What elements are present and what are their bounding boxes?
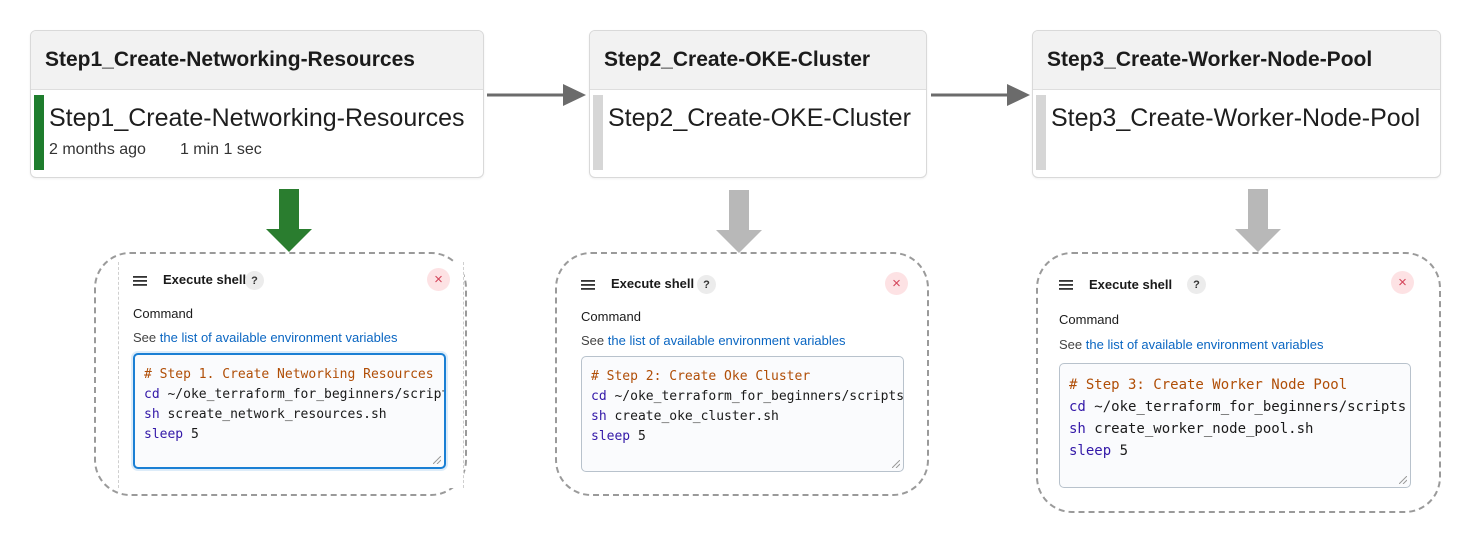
panel-outline [555,252,929,496]
command-label: Command [1059,312,1119,327]
help-icon[interactable]: ? [245,271,264,290]
env-vars-link[interactable]: the list of available environment variab… [159,330,398,345]
down-arrow-icon [1235,189,1281,252]
help-icon[interactable]: ? [1187,275,1206,294]
command-label: Command [581,309,641,324]
stage-connector-arrow [487,84,586,106]
env-vars-line: See the list of available environment va… [1059,337,1324,352]
down-arrow-icon [716,190,762,253]
env-vars-line: See the list of available environment va… [581,333,846,348]
stage-header: Step2_Create-OKE-Cluster [590,31,926,90]
panel-title: Execute shell [163,272,247,287]
panel-title: Execute shell [1089,277,1173,292]
status-bar-success [34,95,44,170]
stage-name[interactable]: Step3_Create-Worker-Node-Pool [1051,104,1421,132]
panel-outline [1036,252,1441,513]
stage-name[interactable]: Step1_Create-Networking-Resources [49,104,465,132]
drag-handle-icon[interactable] [133,276,147,286]
resize-grip-icon[interactable] [433,456,441,464]
stage-meta: 2 months ago 1 min 1 sec [49,141,262,159]
resize-grip-icon[interactable] [892,460,900,468]
execute-shell-panel: Execute shell ? × Command See the list o… [118,262,464,488]
duration: 1 min 1 sec [179,141,262,158]
resize-grip-icon[interactable] [1399,476,1407,484]
panel-outline [94,252,467,496]
env-vars-link[interactable]: the list of available environment variab… [1085,337,1324,352]
env-vars-link[interactable]: the list of available environment variab… [607,333,846,348]
command-textarea[interactable]: # Step 1. Create Networking Resources cd… [133,353,446,469]
close-icon[interactable]: × [427,268,450,291]
stage-name[interactable]: Step2_Create-OKE-Cluster [608,104,911,132]
execute-shell-panel: Execute shell ? × Command See the list o… [567,266,917,480]
env-vars-line: See the list of available environment va… [133,330,398,345]
help-icon[interactable]: ? [697,275,716,294]
drag-handle-icon[interactable] [1059,280,1073,290]
time-ago: 2 months ago [49,141,146,158]
stage-connector-arrow [931,84,1030,106]
command-textarea[interactable]: # Step 2: Create Oke Cluster cd ~/oke_te… [581,356,904,472]
stage-header: Step3_Create-Worker-Node-Pool [1033,31,1440,90]
close-icon[interactable]: × [885,272,908,295]
down-arrow-icon [266,189,312,252]
command-label: Command [133,306,193,321]
status-bar-pending [593,95,603,170]
execute-shell-panel: Execute shell ? × Command See the list o… [1045,266,1425,498]
stage-card-step1[interactable]: Step1_Create-Networking-Resources Step1_… [30,30,484,178]
stage-card-step3[interactable]: Step3_Create-Worker-Node-Pool Step3_Crea… [1032,30,1441,178]
status-bar-pending [1036,95,1046,170]
command-textarea[interactable]: # Step 3: Create Worker Node Pool cd ~/o… [1059,363,1411,488]
panel-title: Execute shell [611,276,695,291]
stage-header: Step1_Create-Networking-Resources [31,31,483,90]
stage-card-step2[interactable]: Step2_Create-OKE-Cluster Step2_Create-OK… [589,30,927,178]
drag-handle-icon[interactable] [581,280,595,290]
close-icon[interactable]: × [1391,271,1414,294]
